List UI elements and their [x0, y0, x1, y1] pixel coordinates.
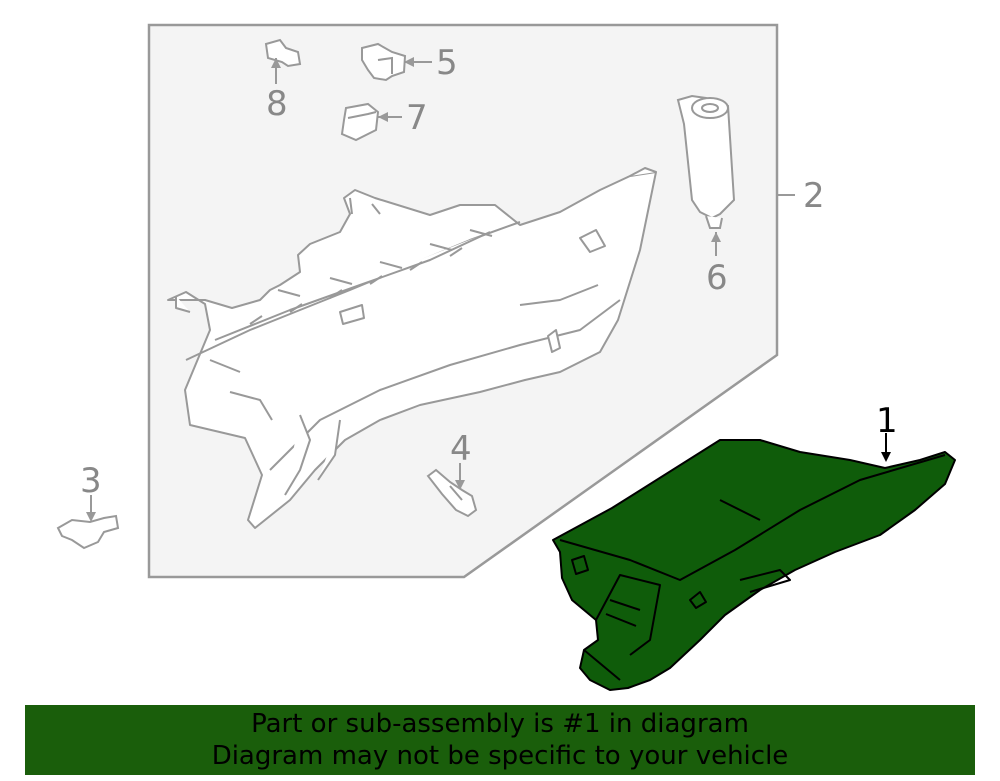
callout-4: 4	[450, 429, 472, 469]
damper-part-6	[676, 94, 736, 229]
arrow-7	[378, 112, 388, 122]
callout-3: 3	[80, 461, 102, 501]
callout-1: 1	[876, 401, 898, 441]
bumper-part-7	[340, 102, 380, 142]
clip-part-5	[361, 42, 407, 82]
arrow-3	[86, 512, 96, 522]
callout-8: 8	[266, 84, 288, 124]
pin-part-3	[56, 514, 120, 550]
arrow-4	[455, 480, 465, 490]
arrow-8	[271, 58, 281, 68]
arrow-1	[881, 452, 891, 462]
bulb-part-4	[426, 468, 478, 518]
arrow-5	[404, 57, 414, 67]
screw-part-8	[264, 38, 302, 68]
glove-box-housing	[167, 167, 657, 529]
callout-7: 7	[406, 98, 428, 138]
glove-box-door-part-1	[552, 439, 956, 691]
callout-6: 6	[706, 258, 728, 298]
callout-2: 2	[803, 176, 825, 216]
banner-line-1: Part or sub-assembly is #1 in diagram	[251, 709, 749, 739]
info-banner: Part or sub-assembly is #1 in diagram Di…	[25, 705, 975, 775]
arrow-6	[711, 232, 721, 242]
banner-line-2: Diagram may not be specific to your vehi…	[211, 741, 789, 771]
callout-5: 5	[436, 43, 458, 83]
